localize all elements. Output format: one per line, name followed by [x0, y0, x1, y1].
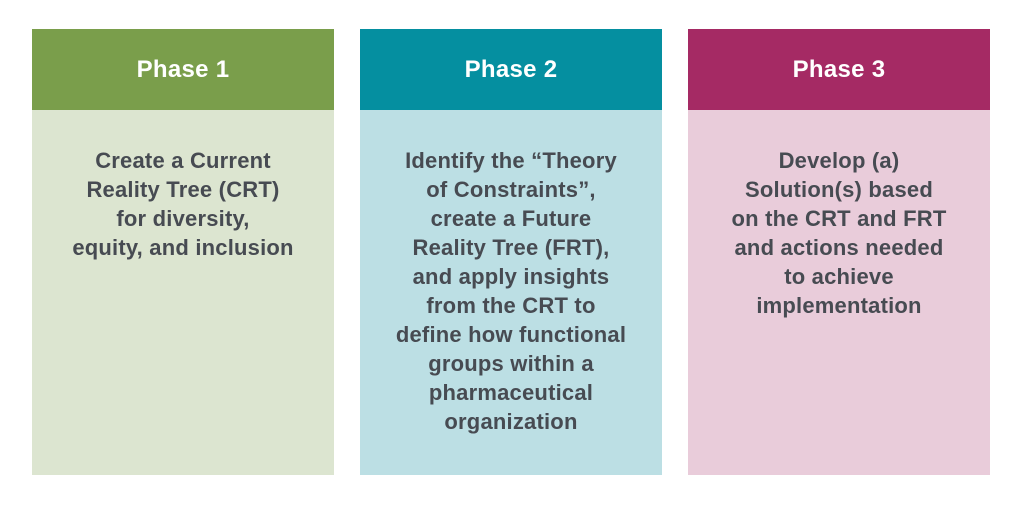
phase-3-description: Develop (a) Solution(s) based on the CRT…	[688, 110, 990, 475]
phase-1-card: Phase 1 Create a Current Reality Tree (C…	[32, 29, 334, 475]
phase-3-header: Phase 3	[688, 29, 990, 110]
phase-1-header: Phase 1	[32, 29, 334, 110]
phase-1-description: Create a Current Reality Tree (CRT) for …	[32, 110, 334, 475]
phase-3-card: Phase 3 Develop (a) Solution(s) based on…	[688, 29, 990, 475]
phase-2-card: Phase 2 Identify the “Theory of Constrai…	[360, 29, 662, 475]
phase-diagram: Phase 1 Create a Current Reality Tree (C…	[32, 29, 990, 475]
phase-2-description: Identify the “Theory of Constraints”, cr…	[360, 110, 662, 475]
phase-2-header: Phase 2	[360, 29, 662, 110]
